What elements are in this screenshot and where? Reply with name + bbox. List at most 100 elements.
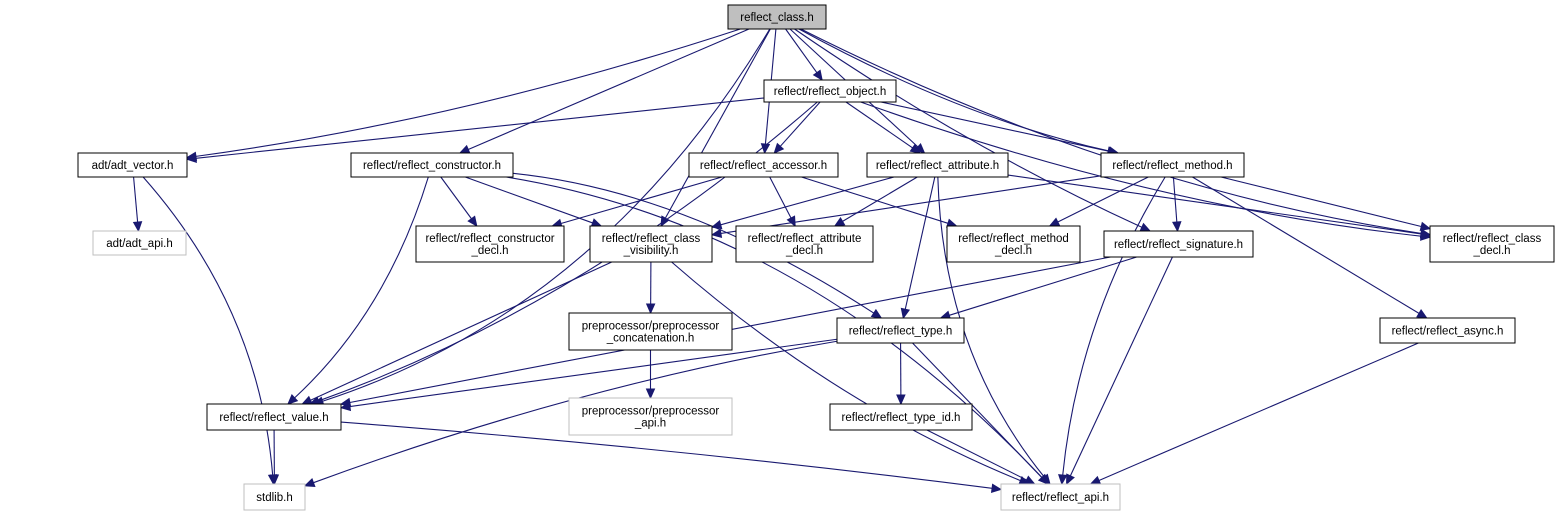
node-reflect-attribute-decl-h[interactable]: reflect/reflect_attribute_decl.h [735, 225, 874, 263]
edge-arrowhead [870, 308, 883, 319]
edge-reflect_class_h-to-reflect_object_h [785, 28, 823, 82]
edge-line [664, 28, 771, 219]
edge-line [842, 176, 918, 222]
edge-line [349, 338, 838, 408]
node-label: reflect/reflect_api.h [1012, 492, 1109, 504]
node-label: reflect/reflect_value.h [219, 412, 328, 424]
edge-arrowhead [467, 215, 478, 227]
edge-arrowhead [339, 401, 352, 412]
edge-reflect_method_h-to-reflect_signature_h [1172, 176, 1182, 233]
edge-arrowhead [287, 394, 299, 405]
edge-line [195, 97, 765, 159]
edge-arrowhead [1139, 222, 1152, 232]
node-reflect-method-decl-h[interactable]: reflect/reflect_method_decl.h [946, 225, 1081, 263]
edge-line [800, 28, 1422, 234]
edge-arrowhead [1419, 229, 1432, 239]
edge-reflect_value_h-to-reflect_api_h [340, 421, 1003, 493]
edge-reflect_class_h-to-adt_vector_h [185, 28, 741, 162]
node-label: _api.h [634, 418, 666, 430]
edge-line [769, 176, 792, 219]
edge-arrowhead [1416, 309, 1428, 319]
node-reflect-class-h[interactable]: reflect_class.h [727, 4, 827, 30]
edge-reflect_async_h-to-reflect_api_h [1089, 342, 1419, 485]
edge-reflect_attribute_h-to-reflect_class_visibility_h [710, 176, 895, 230]
edge-layer [132, 28, 1432, 493]
node-preprocessor-concatenation-h[interactable]: preprocessor/preprocessor_concatenation.… [568, 312, 733, 351]
node-reflect-constructor-h[interactable]: reflect/reflect_constructor.h [350, 152, 514, 178]
node-label: preprocessor/preprocessor [582, 321, 720, 333]
node-adt-api-h: adt/adt_api.h [92, 230, 187, 256]
edge-arrowhead [1058, 474, 1068, 486]
edge-line [785, 28, 818, 74]
edge-arrowhead [185, 153, 197, 163]
node-layer: reflect_class.h reflect/reflect_object.ha… [77, 4, 1555, 511]
node-preprocessor-api-h: preprocessor/preprocessor_api.h [568, 397, 733, 436]
node-label: reflect/reflect_object.h [774, 86, 887, 98]
edge-arrowhead [1066, 473, 1075, 486]
edge-arrowhead [1037, 473, 1049, 485]
node-box [763, 79, 897, 103]
edge-arrowhead [269, 474, 280, 486]
node-label: preprocessor/preprocessor [582, 406, 720, 418]
node-reflect-object-h[interactable]: reflect/reflect_object.h [763, 79, 897, 103]
edge-line [926, 429, 1027, 481]
node-reflect-method-h[interactable]: reflect/reflect_method.h [1100, 152, 1245, 178]
edge-adt_vector_h-to-stdlib_h [142, 176, 278, 486]
edge-line [133, 176, 139, 223]
node-label: reflect_class.h [740, 12, 814, 24]
edge-reflect_accessor_h-to-reflect_method_decl_h [801, 176, 958, 228]
node-box [92, 230, 187, 256]
node-box [836, 317, 965, 344]
edge-arrowhead [1172, 221, 1182, 233]
edge-reflect_attribute_h-to-reflect_attribute_decl_h [833, 176, 918, 227]
edge-reflect_constructor_h-to-reflect_value_h [287, 176, 429, 405]
node-reflect-type-id-h[interactable]: reflect/reflect_type_id.h [829, 403, 973, 431]
edge-line [465, 176, 593, 224]
node-adt-vector-h[interactable]: adt/adt_vector.h [77, 152, 188, 178]
node-label: _decl.h [785, 245, 823, 257]
edge-line [801, 176, 949, 224]
edge-reflect_type_h-to-reflect_type_id_h [896, 342, 906, 406]
edge-reflect_type_id_h-to-reflect_api_h [926, 429, 1036, 485]
node-box [688, 152, 839, 178]
edge-reflect_signature_h-to-reflect_type_h [939, 256, 1137, 320]
edge-arrowhead [645, 303, 656, 315]
node-reflect-attribute-h[interactable]: reflect/reflect_attribute.h [866, 152, 1009, 178]
node-reflect-accessor-h[interactable]: reflect/reflect_accessor.h [688, 152, 839, 178]
edge-line [468, 28, 750, 150]
node-reflect-type-h[interactable]: reflect/reflect_type.h [836, 317, 965, 344]
edge-line [512, 172, 875, 314]
node-label: reflect/reflect_constructor [425, 233, 554, 245]
node-box [1379, 317, 1516, 344]
node-box [727, 4, 827, 30]
node-reflect-class-visibility-h[interactable]: reflect/reflect_class_visibility.h [589, 225, 713, 263]
node-label: reflect/reflect_attribute.h [876, 160, 999, 172]
node-label: adt/adt_vector.h [92, 160, 174, 172]
node-reflect-class-decl-h[interactable]: reflect/reflect_class_decl.h [1429, 225, 1555, 263]
node-reflect-value-h[interactable]: reflect/reflect_value.h [206, 403, 342, 431]
edge-line [1172, 176, 1178, 223]
edge-line [1220, 176, 1422, 228]
edge-reflect_object_h-to-reflect_attribute_h [845, 101, 922, 154]
node-label: reflect/reflect_async.h [1392, 326, 1504, 338]
node-reflect-signature-h[interactable]: reflect/reflect_signature.h [1103, 230, 1254, 258]
edge-arrowhead [1048, 217, 1061, 227]
node-reflect-async-h[interactable]: reflect/reflect_async.h [1379, 317, 1516, 344]
edge-reflect_object_h-to-adt_vector_h [185, 97, 765, 163]
edge-line [798, 28, 1110, 152]
edge-reflect_method_h-to-reflect_method_decl_h [1048, 176, 1149, 227]
edge-arrowhead [833, 217, 846, 227]
edge-reflect_method_h-to-reflect_api_h [1058, 176, 1166, 486]
edge-arrowhead [301, 395, 313, 405]
node-label: reflect/reflect_constructor.h [363, 160, 501, 172]
node-reflect-constructor-decl-h[interactable]: reflect/reflect_constructor_decl.h [415, 225, 565, 263]
edge-arrowhead [458, 144, 471, 154]
node-reflect-api-h: reflect/reflect_api.h [1000, 483, 1121, 511]
edge-line [880, 101, 1109, 152]
edge-line [720, 176, 895, 226]
edge-reflect_type_h-to-reflect_api_h [912, 342, 1049, 485]
node-box [77, 152, 188, 178]
node-box [589, 225, 713, 263]
edge-line [340, 421, 993, 489]
